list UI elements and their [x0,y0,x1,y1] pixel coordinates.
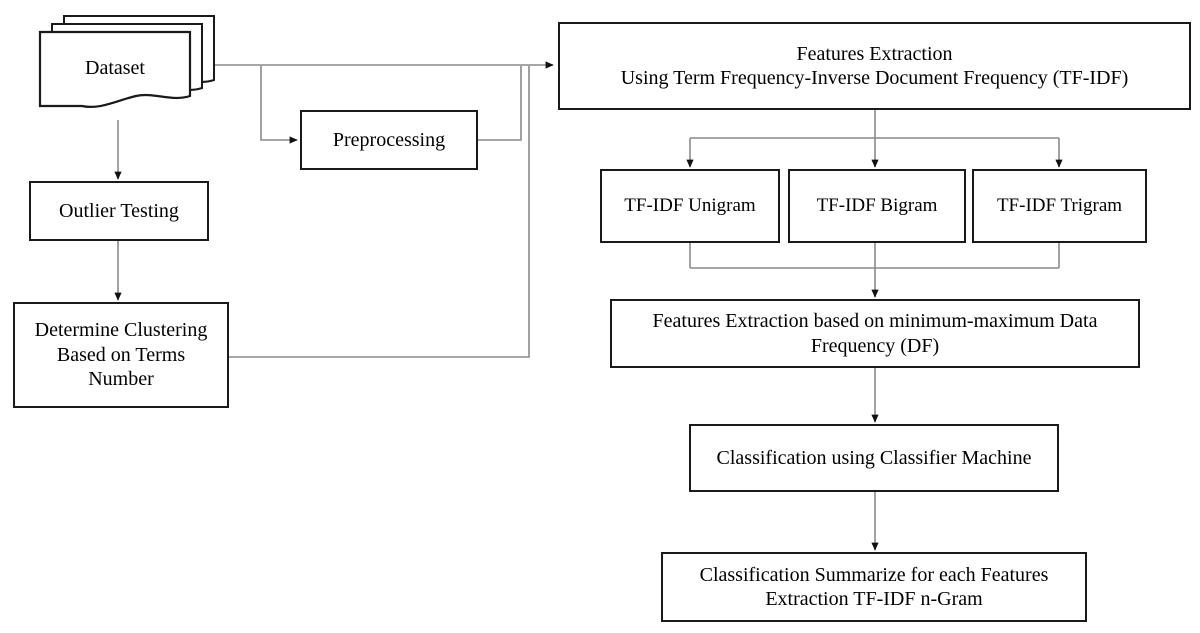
edge-preprocessing-to-features-extraction [478,66,522,141]
node-determine-clustering-label-line3: Number [88,368,154,391]
multi-document-icon [38,15,215,108]
node-dataset-label: Dataset [85,57,145,79]
node-preprocessing-label: Preprocessing [332,128,446,151]
node-features-extraction-df-label-line2: Frequency (DF) [810,334,940,357]
node-classification-summary[interactable]: Classification Summarize for each Featur… [661,552,1087,622]
node-features-extraction-tfidf[interactable]: Features Extraction Using Term Frequency… [558,22,1191,110]
node-classification-label: Classification using Classifier Machine [716,446,1032,469]
node-classification-summary-label-line2: Extraction TF-IDF n-Gram [765,588,983,610]
node-dataset[interactable]: Dataset [26,8,221,123]
edge-dataset-to-preprocessing [260,66,298,144]
node-preprocessing[interactable]: Preprocessing [300,110,478,170]
node-outlier-testing-label: Outlier Testing [59,199,179,222]
node-features-extraction-label-line2: Using Term Frequency-Inverse Document Fr… [620,67,1129,89]
node-determine-clustering[interactable]: Determine Clustering Based on Terms Numb… [13,302,229,408]
node-tfidf-bigram-label: TF-IDF Bigram [816,195,938,217]
node-determine-clustering-label-line1: Determine Clustering [34,319,208,342]
node-outlier-testing[interactable]: Outlier Testing [29,181,209,241]
node-tfidf-trigram-label: TF-IDF Trigram [996,195,1123,217]
node-determine-clustering-label-line2: Based on Terms [56,343,186,366]
node-features-extraction-df[interactable]: Features Extraction based on minimum-max… [610,299,1140,368]
node-tfidf-bigram[interactable]: TF-IDF Bigram [788,169,966,243]
node-tfidf-unigram-label: TF-IDF Unigram [624,195,756,217]
node-features-extraction-df-label-line1: Features Extraction based on minimum-max… [652,310,1098,333]
node-tfidf-trigram[interactable]: TF-IDF Trigram [972,169,1147,243]
node-classification[interactable]: Classification using Classifier Machine [689,424,1059,492]
node-features-extraction-label-line1: Features Extraction [796,42,953,65]
node-tfidf-unigram[interactable]: TF-IDF Unigram [600,169,780,243]
node-classification-summary-label-line1: Classification Summarize for each Featur… [699,563,1049,586]
